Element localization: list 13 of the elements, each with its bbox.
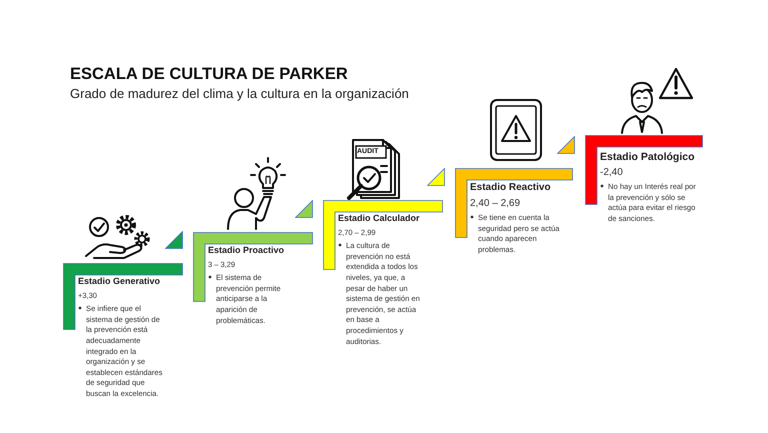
- step-arrow: [295, 200, 313, 218]
- score-range: -2,40: [600, 167, 623, 178]
- subtitle: Grado de madurez del clima y la cultura en la organización: [70, 87, 409, 102]
- stage-heading: Estadio Reactivo: [470, 182, 551, 194]
- stage-heading: Estadio Patológico: [600, 151, 695, 164]
- page-title: ESCALA DE CULTURA DE PARKER: [70, 65, 348, 84]
- score-range: 2,40 – 2,69: [470, 198, 520, 210]
- step-arrow: [557, 136, 575, 154]
- stage-heading: Estadio Generativo: [78, 276, 160, 286]
- step-arrow: [427, 168, 445, 186]
- step-arrow: [165, 231, 183, 249]
- stage-heading: Estadio Proactivo: [208, 245, 284, 256]
- stage-heading: Estadio Calculador: [338, 213, 420, 224]
